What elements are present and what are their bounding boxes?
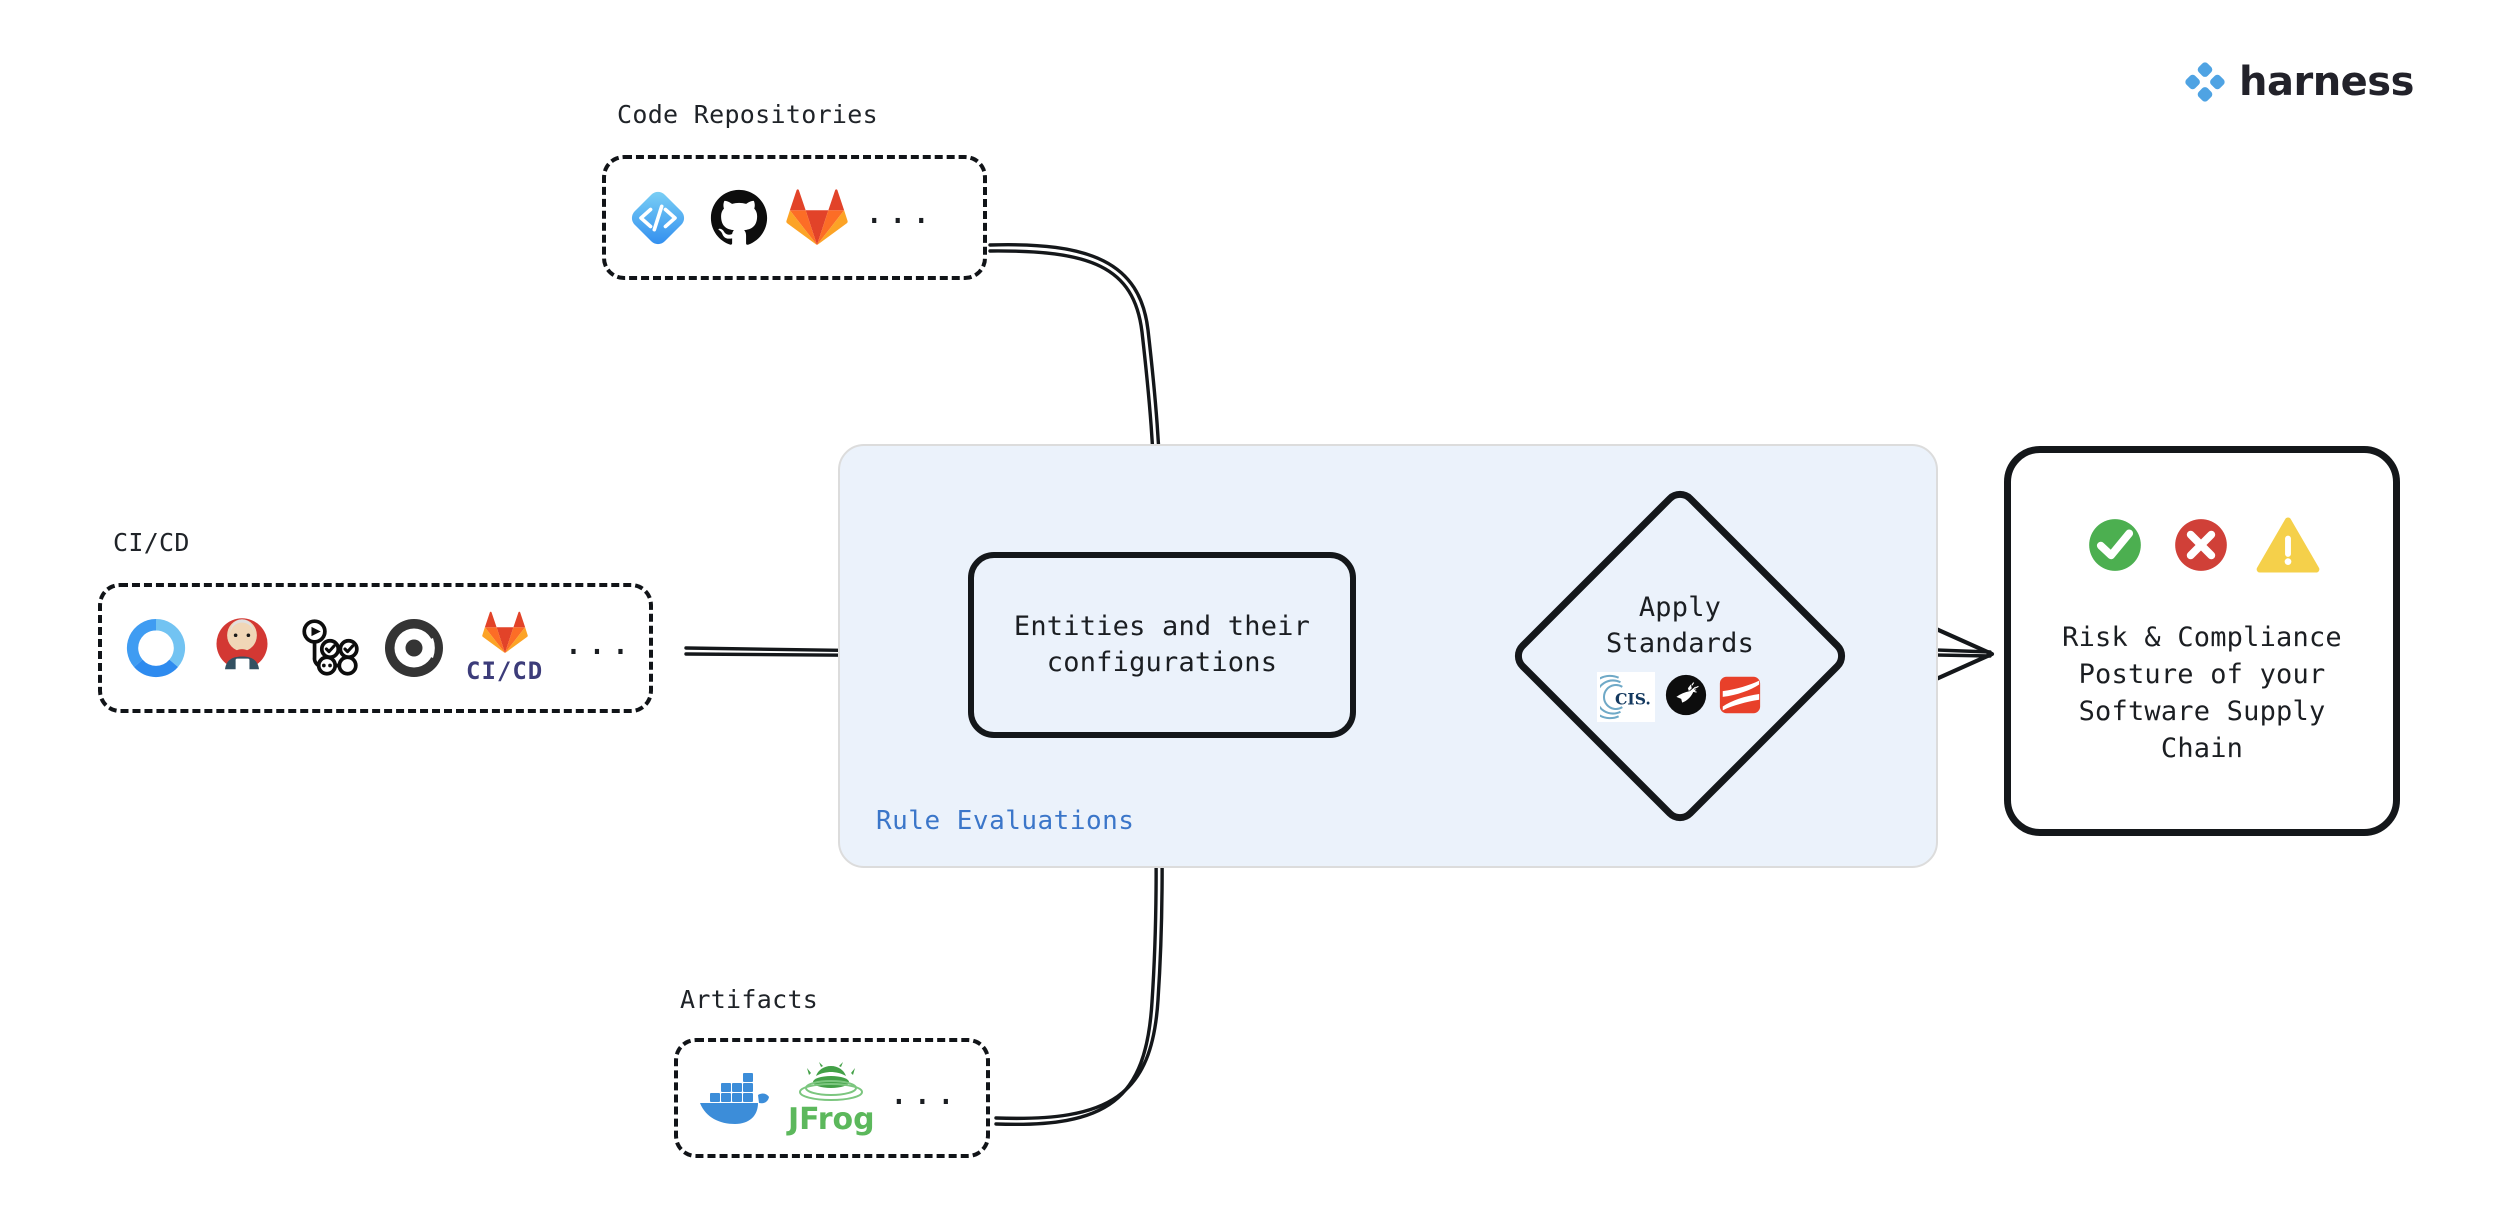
gitlab-icon (786, 188, 848, 245)
tool-gitlab-cicd: CI/CD (466, 611, 543, 685)
standard-slsa (1717, 672, 1763, 722)
entities-line-2: configurations (1046, 647, 1278, 678)
standard-cis: CIS. (1597, 671, 1655, 722)
source-group-artifacts: JFrog ... (674, 1038, 990, 1158)
output-line-1: Risk & Compliance (2062, 622, 2342, 654)
tool-harness-code (624, 184, 692, 252)
openssf-icon (1665, 674, 1707, 715)
apply-standards-node[interactable]: Apply Standards CIS. (1500, 483, 1860, 829)
source-group-code-repositories: ... (602, 155, 987, 280)
output-line-3: Software Supply (2078, 696, 2326, 727)
cis-icon-label: CIS. (1615, 689, 1651, 708)
harness-ci-icon (126, 618, 186, 678)
caption-ci-cd: CI/CD (113, 528, 190, 557)
gitlab-cicd-label: CI/CD (466, 657, 543, 685)
jenkins-icon (216, 618, 268, 676)
github-icon (710, 189, 768, 245)
github-actions-icon (302, 619, 359, 676)
harness-diamond-icon (2185, 62, 2225, 102)
apply-standards-line-1: Apply (1638, 592, 1722, 624)
harness-logo: harness (2185, 62, 2414, 102)
tool-github-actions (296, 615, 362, 681)
tool-jfrog: JFrog (788, 1061, 875, 1135)
slsa-icon (1719, 676, 1761, 713)
entities-node-text: Entities and their configurations (1014, 609, 1310, 682)
x-circle-icon (2175, 519, 2227, 571)
gitlab-cicd-label-text: CI/CD (466, 657, 544, 685)
apply-standards-line-2: Standards (1605, 628, 1755, 659)
output-line-4: Chain (2160, 732, 2244, 764)
tool-gitlab (786, 187, 848, 249)
entities-node[interactable]: Entities and their configurations (968, 552, 1356, 738)
gitlab-cicd-icon (481, 611, 528, 654)
output-status-icons (2084, 514, 2320, 576)
more-indicator-code-repositories: ... (864, 192, 935, 232)
cis-icon: CIS. (1600, 674, 1651, 719)
warning-triangle-icon (2256, 517, 2320, 573)
circleci-icon (384, 619, 443, 677)
caption-code-repositories: Code Repositories (617, 100, 878, 129)
jfrog-label: JFrog (788, 1102, 875, 1137)
more-indicator-artifacts: ... (888, 1072, 960, 1113)
caption-artifacts: Artifacts (680, 985, 819, 1014)
output-card-text: Risk & Compliance Posture of your Softwa… (2062, 620, 2342, 768)
check-circle-icon (2089, 519, 2141, 571)
tool-harness-ci (124, 616, 188, 680)
more-indicator-ci-cd: ... (563, 622, 634, 663)
tool-circleci (382, 616, 446, 680)
standard-openssf (1663, 672, 1709, 722)
tool-github (708, 187, 770, 249)
rule-evaluations-label: Rule Evaluations (876, 806, 1135, 836)
standards-logo-row: CIS. (1597, 671, 1763, 722)
harness-logo-text: harness (2239, 59, 2414, 105)
tool-docker (696, 1065, 774, 1131)
docker-icon (700, 1073, 769, 1124)
apply-standards-text: Apply Standards (1606, 590, 1754, 661)
harness-code-icon (631, 191, 685, 244)
entities-line-1: Entities and their (1013, 610, 1311, 642)
tool-jenkins (208, 614, 276, 682)
apply-standards-content: Apply Standards CIS. (1500, 484, 1860, 828)
source-group-ci-cd: CI/CD ... (98, 583, 653, 713)
jfrog-icon (799, 1062, 864, 1101)
output-line-2: Posture of your (2078, 659, 2326, 691)
output-card[interactable]: Risk & Compliance Posture of your Softwa… (2004, 446, 2400, 836)
